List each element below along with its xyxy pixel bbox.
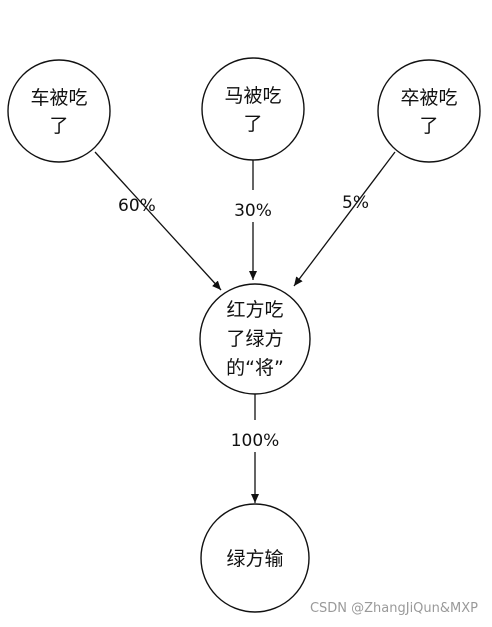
node-jiang-line-2: 了绿方 bbox=[226, 328, 283, 350]
node-lose-line-1: 绿方输 bbox=[226, 548, 283, 570]
edge-che-to-jiang: 60% bbox=[94, 151, 222, 291]
edge-line-che bbox=[94, 151, 222, 291]
edge-zu-to-jiang: 5% bbox=[293, 151, 396, 287]
node-ma-line-2: 了 bbox=[243, 113, 262, 135]
edge-label-30: 30% bbox=[234, 201, 272, 221]
node-zu-line-1: 卒被吃 bbox=[400, 87, 457, 109]
node-ma-circle bbox=[201, 57, 305, 161]
edge-label-60: 60% bbox=[118, 196, 156, 216]
edge-jiang-to-lose: 100% bbox=[231, 393, 280, 503]
node-che: 车被吃 了 bbox=[7, 59, 111, 163]
edge-line-zu bbox=[293, 151, 396, 287]
node-jiang-circle bbox=[199, 283, 311, 395]
watermark: CSDN @ZhangJiQun&MXP bbox=[310, 601, 478, 616]
node-zu: 卒被吃 了 bbox=[377, 59, 481, 163]
node-jiang-line-1: 红方吃 bbox=[226, 299, 283, 321]
edge-label-100: 100% bbox=[231, 431, 280, 451]
node-lose: 绿方输 bbox=[200, 503, 310, 613]
node-ma-line-1: 马被吃 bbox=[224, 85, 281, 107]
node-jiang-line-3: 的“将” bbox=[226, 357, 284, 379]
edge-label-5: 5% bbox=[342, 193, 369, 213]
node-lose-circle bbox=[200, 503, 310, 613]
node-ma: 马被吃 了 bbox=[201, 57, 305, 161]
node-che-line-1: 车被吃 bbox=[30, 87, 87, 109]
node-che-line-2: 了 bbox=[49, 115, 68, 137]
node-jiang: 红方吃 了绿方 的“将” bbox=[199, 283, 311, 395]
node-zu-circle bbox=[377, 59, 481, 163]
node-zu-line-2: 了 bbox=[419, 115, 438, 137]
node-che-circle bbox=[7, 59, 111, 163]
edge-ma-to-jiang: 30% bbox=[234, 160, 272, 280]
